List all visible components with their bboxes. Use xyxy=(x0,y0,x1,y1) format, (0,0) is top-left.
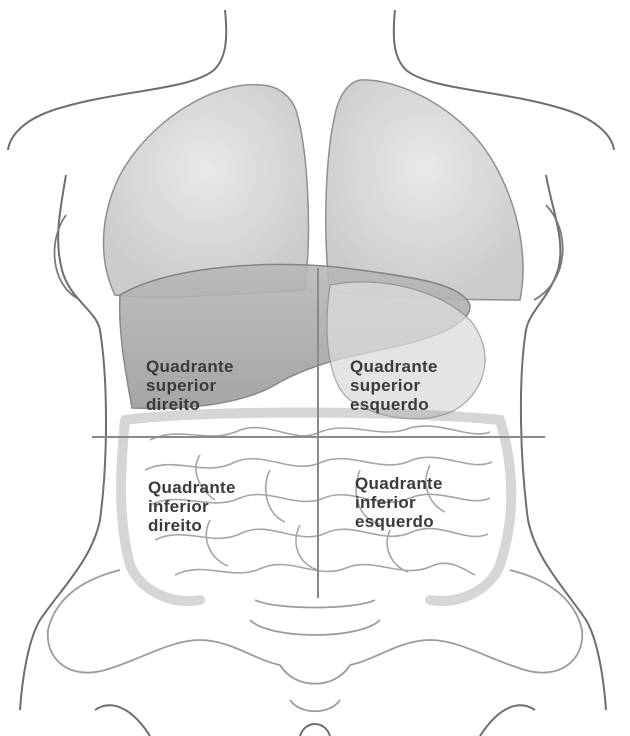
label-line: direito xyxy=(148,516,236,535)
label-line: Quadrante xyxy=(355,474,443,493)
label-line: esquerdo xyxy=(355,512,443,531)
label-line: Quadrante xyxy=(148,478,236,497)
label-lower-left-quadrant: Quadrante inferior esquerdo xyxy=(355,474,443,531)
label-line: direito xyxy=(146,395,234,414)
label-upper-right-quadrant: Quadrante superior direito xyxy=(146,357,234,414)
label-line: inferior xyxy=(148,497,236,516)
label-line: inferior xyxy=(355,493,443,512)
left-lung xyxy=(326,80,523,300)
label-line: esquerdo xyxy=(350,395,438,414)
label-line: Quadrante xyxy=(350,357,438,376)
breast-outline-left xyxy=(534,205,563,300)
label-line: superior xyxy=(146,376,234,395)
label-upper-left-quadrant: Quadrante superior esquerdo xyxy=(350,357,438,414)
label-line: superior xyxy=(350,376,438,395)
leg-outlines xyxy=(95,705,535,736)
breast-outline-right xyxy=(54,215,80,300)
label-line: Quadrante xyxy=(146,357,234,376)
pelvis xyxy=(48,570,582,711)
label-lower-right-quadrant: Quadrante inferior direito xyxy=(148,478,236,535)
